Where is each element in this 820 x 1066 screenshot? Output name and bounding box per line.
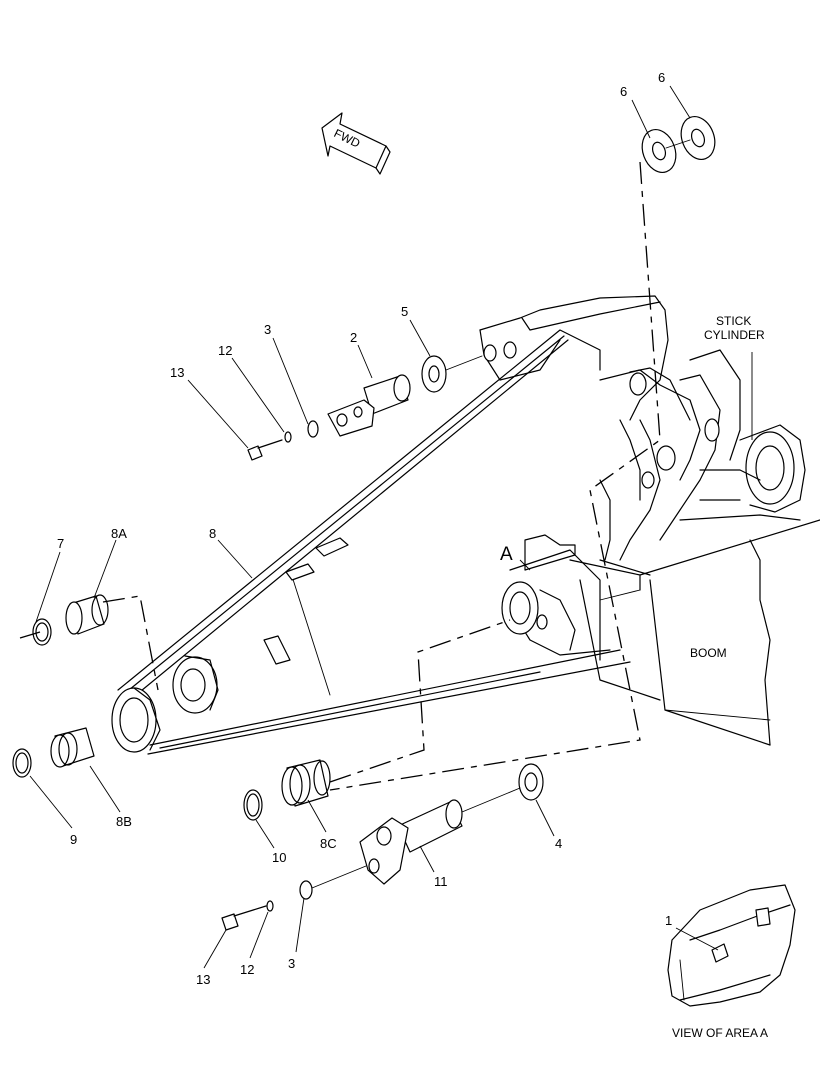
callout-7: 7 — [57, 536, 64, 551]
view-of-area-a-inset — [667, 884, 796, 1007]
part-3-washer-bottom[interactable] — [299, 865, 367, 900]
boom-label: BOOM — [690, 646, 727, 660]
callout-8: 8 — [209, 526, 216, 541]
part-8a-bushing[interactable] — [65, 594, 109, 635]
callout-8a: 8A — [111, 526, 127, 541]
callout-9: 9 — [70, 832, 77, 847]
part-12-lockwasher-top[interactable] — [284, 431, 292, 443]
callout-2: 2 — [350, 330, 357, 345]
callout-13-bottom: 13 — [196, 972, 210, 987]
part-4-washer[interactable] — [518, 763, 544, 801]
part-8b-bushing[interactable] — [50, 727, 95, 768]
stick-cylinder-label-line1: STICK — [716, 314, 751, 328]
callout-8b: 8B — [116, 814, 132, 829]
stick-cylinder-label-line2: CYLINDER — [704, 328, 765, 342]
part-5-washer[interactable] — [421, 355, 483, 393]
part-3-washer-top[interactable] — [307, 420, 319, 438]
callout-4: 4 — [555, 836, 562, 851]
view-of-area-a-caption: VIEW OF AREA A — [672, 1026, 768, 1040]
callout-6-right: 6 — [658, 70, 665, 85]
part-6-washers[interactable] — [636, 112, 720, 177]
assembly-lines — [19, 161, 661, 791]
callout-10: 10 — [272, 850, 286, 865]
callout-8c: 8C — [320, 836, 337, 851]
part-13-bolt-bottom[interactable] — [221, 905, 267, 931]
part-10-ring[interactable] — [243, 789, 263, 821]
callout-11: 11 — [434, 874, 448, 889]
area-a-marker: A — [500, 544, 513, 565]
part-13-bolt-top[interactable] — [247, 439, 283, 461]
callout-5: 5 — [401, 304, 408, 319]
part-12-lockwasher-bottom[interactable] — [266, 900, 274, 912]
callout-3-top: 3 — [264, 322, 271, 337]
callout-3-bottom: 3 — [288, 956, 295, 971]
callout-1: 1 — [665, 913, 672, 928]
stick-assembly — [111, 295, 820, 755]
callout-12-top: 12 — [218, 343, 232, 358]
part-9-ring[interactable] — [12, 748, 32, 778]
forward-arrow-icon: FWD — [321, 112, 391, 175]
leader-lines — [29, 85, 753, 969]
callout-13-top: 13 — [170, 365, 184, 380]
part-2-pin[interactable] — [327, 374, 411, 437]
part-7-ring[interactable] — [32, 618, 52, 646]
callout-12-bottom: 12 — [240, 962, 254, 977]
part-8c-bushing[interactable] — [281, 759, 331, 807]
callout-6-left: 6 — [620, 84, 627, 99]
part-11-pin[interactable] — [359, 787, 521, 885]
